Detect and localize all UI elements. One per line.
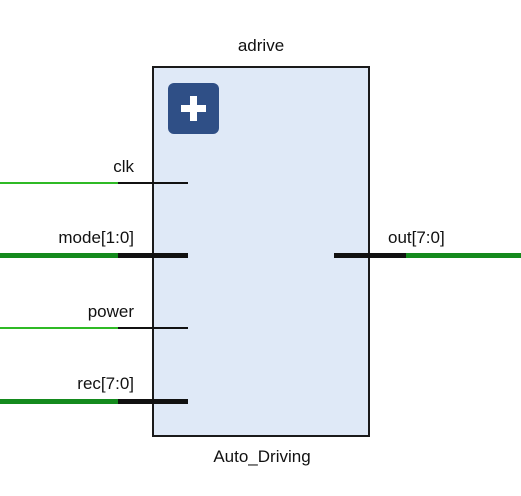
port-label-out: out[7:0]: [388, 228, 445, 247]
power-net-wire[interactable]: [0, 327, 118, 329]
expand-button[interactable]: [168, 83, 219, 134]
plus-icon: [181, 96, 206, 121]
clk-pin[interactable]: [118, 182, 188, 184]
instance-name-label: adrive: [237, 36, 285, 55]
clk-net-wire[interactable]: [0, 182, 118, 184]
mode-pin[interactable]: [118, 253, 188, 258]
out-net-wire[interactable]: [406, 253, 521, 258]
port-label-mode: mode[1:0]: [58, 228, 134, 247]
port-label-clk: clk: [113, 157, 134, 176]
out-pin[interactable]: [334, 253, 406, 258]
port-label-power: power: [87, 302, 134, 321]
mode-net-wire[interactable]: [0, 253, 118, 258]
rec-pin[interactable]: [118, 399, 188, 404]
port-label-rec: rec[7:0]: [77, 374, 134, 393]
module-name-label: Auto_Driving: [213, 447, 311, 466]
rec-net-wire[interactable]: [0, 399, 118, 404]
power-pin[interactable]: [118, 327, 188, 329]
